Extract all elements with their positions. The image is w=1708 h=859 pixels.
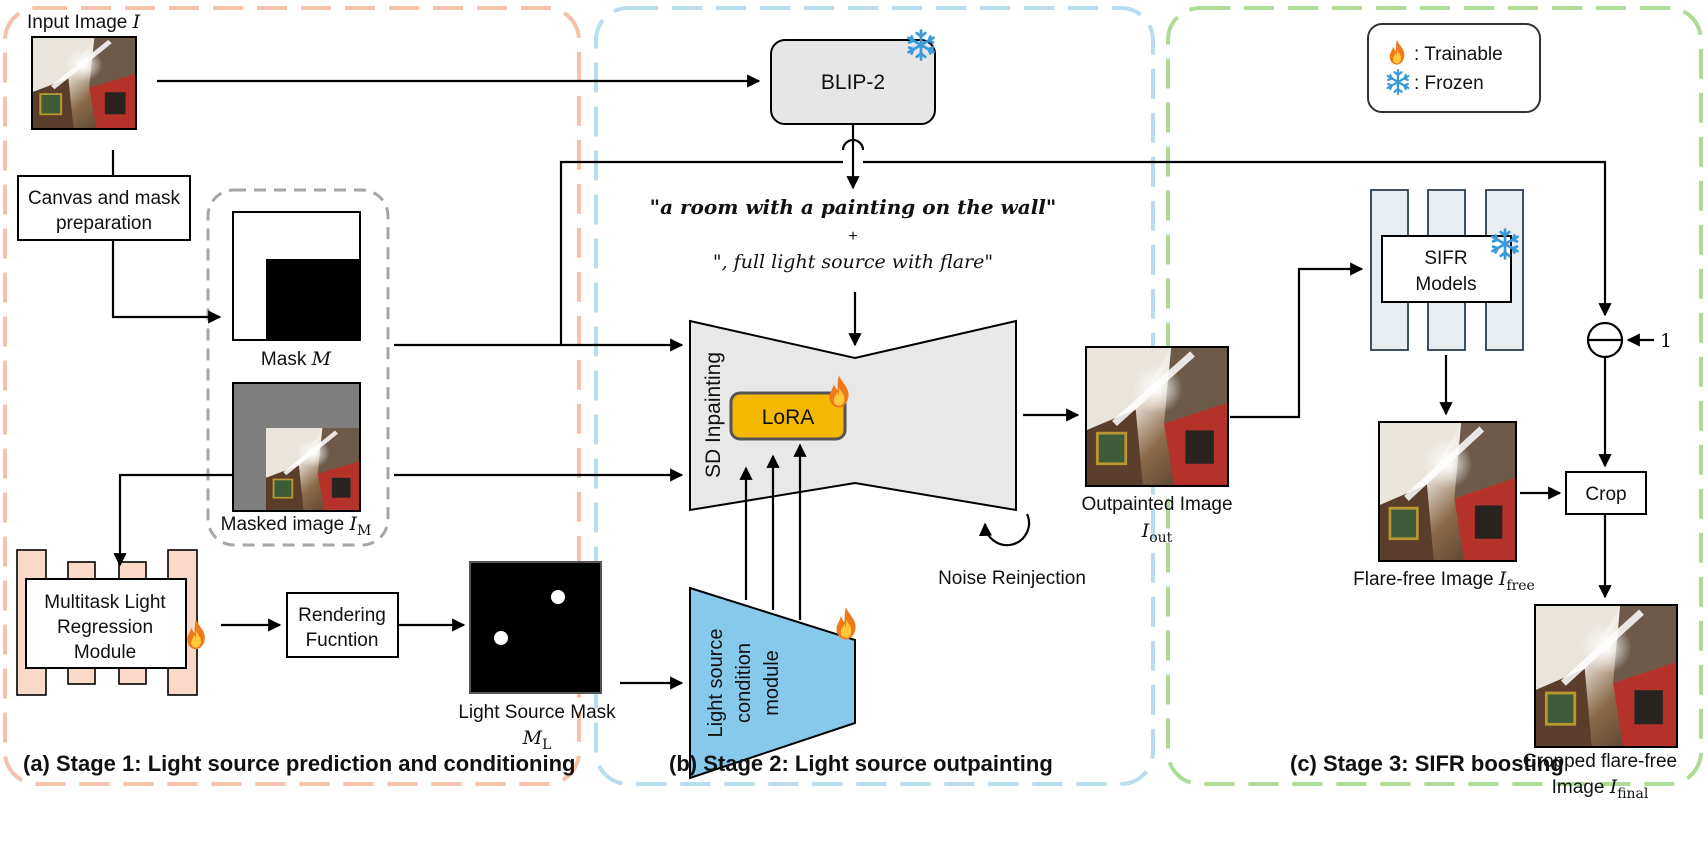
legend-frozen: : Frozen xyxy=(1414,73,1484,94)
rendering-label-line2: Fucntion xyxy=(306,630,379,651)
subtract-input-label: 1 xyxy=(1660,330,1672,352)
lsc-label-line3: module xyxy=(761,650,783,716)
input-image-label: Input Image I xyxy=(27,11,141,33)
connectors xyxy=(111,74,1654,690)
stage1-caption: (a) Stage 1: Light source prediction and… xyxy=(23,751,575,776)
light-source-mask-label: Light Source Mask xyxy=(458,702,616,723)
sifr-models: SIFR Models xyxy=(1370,189,1524,351)
cropped-image xyxy=(1534,604,1678,748)
prompt-caption: "a room with a painting on the wall" xyxy=(650,195,1057,219)
lora-box xyxy=(729,391,847,441)
masked-image-label: Masked image IM xyxy=(221,513,372,539)
mask-label: Mask M xyxy=(261,348,332,370)
rendering-label-line1: Rendering xyxy=(298,605,386,626)
lsc-label-line2: condition xyxy=(733,643,755,723)
noise-reinjection-label: Noise Reinjection xyxy=(938,568,1086,589)
outpainted-image xyxy=(1085,346,1229,487)
light-source-mask-sym: ML xyxy=(522,727,552,753)
flame-icon xyxy=(836,607,856,640)
prompt-plus: + xyxy=(848,228,857,245)
crop-label: Crop xyxy=(1585,484,1626,505)
subtract-node xyxy=(1586,321,1624,359)
lsc-label-line1: Light source xyxy=(705,629,727,738)
flare-free-label: Flare-free Image Ifree xyxy=(1353,568,1535,594)
mlr-label-line3: Module xyxy=(74,642,136,663)
stage2-caption: (b) Stage 2: Light source outpainting xyxy=(669,751,1053,776)
canvas-mask-label-line1: Canvas and mask xyxy=(28,188,181,209)
mlr-label-line1: Multitask Light xyxy=(44,592,166,613)
legend: : Trainable : Frozen xyxy=(1367,23,1541,113)
rendering-function-box xyxy=(286,592,399,658)
light-source-mask-image xyxy=(469,561,602,694)
crop-box xyxy=(1565,471,1647,515)
light-source-condition-module xyxy=(689,586,856,780)
flare-free-image xyxy=(1378,421,1517,562)
canvas-mask-box xyxy=(17,175,191,241)
mask-group xyxy=(206,188,390,547)
stage3-caption: (c) Stage 3: SIFR boosting xyxy=(1290,751,1564,776)
sifr-label-line1: SIFR xyxy=(1424,248,1467,269)
prompt-suffix: ", full light source with flare" xyxy=(713,251,993,273)
mlr-label-line2: Regression xyxy=(57,617,153,638)
lora-label: LoRA xyxy=(762,406,815,429)
cropped-label-line2: Image Ifinal xyxy=(1552,776,1649,802)
blip2-label: BLIP-2 xyxy=(821,71,885,94)
sifr-label-line2: Models xyxy=(1415,274,1476,295)
masked-image xyxy=(232,382,361,512)
legend-trainable: : Trainable xyxy=(1414,44,1503,65)
outpainted-label: Outpainted Image xyxy=(1081,494,1232,515)
sd-inpainting-label: SD Inpainting xyxy=(702,352,725,478)
mask-image xyxy=(232,211,361,341)
mlr-module: Multitask Light Regression Module xyxy=(16,549,205,696)
noise-reinjection-loop xyxy=(978,513,1031,547)
outpainted-sym: Iout xyxy=(1141,520,1173,546)
canvas-mask-label-line2: preparation xyxy=(56,213,152,234)
input-image xyxy=(31,36,137,130)
cropped-label-line1: Cropped flare-free xyxy=(1523,751,1677,772)
